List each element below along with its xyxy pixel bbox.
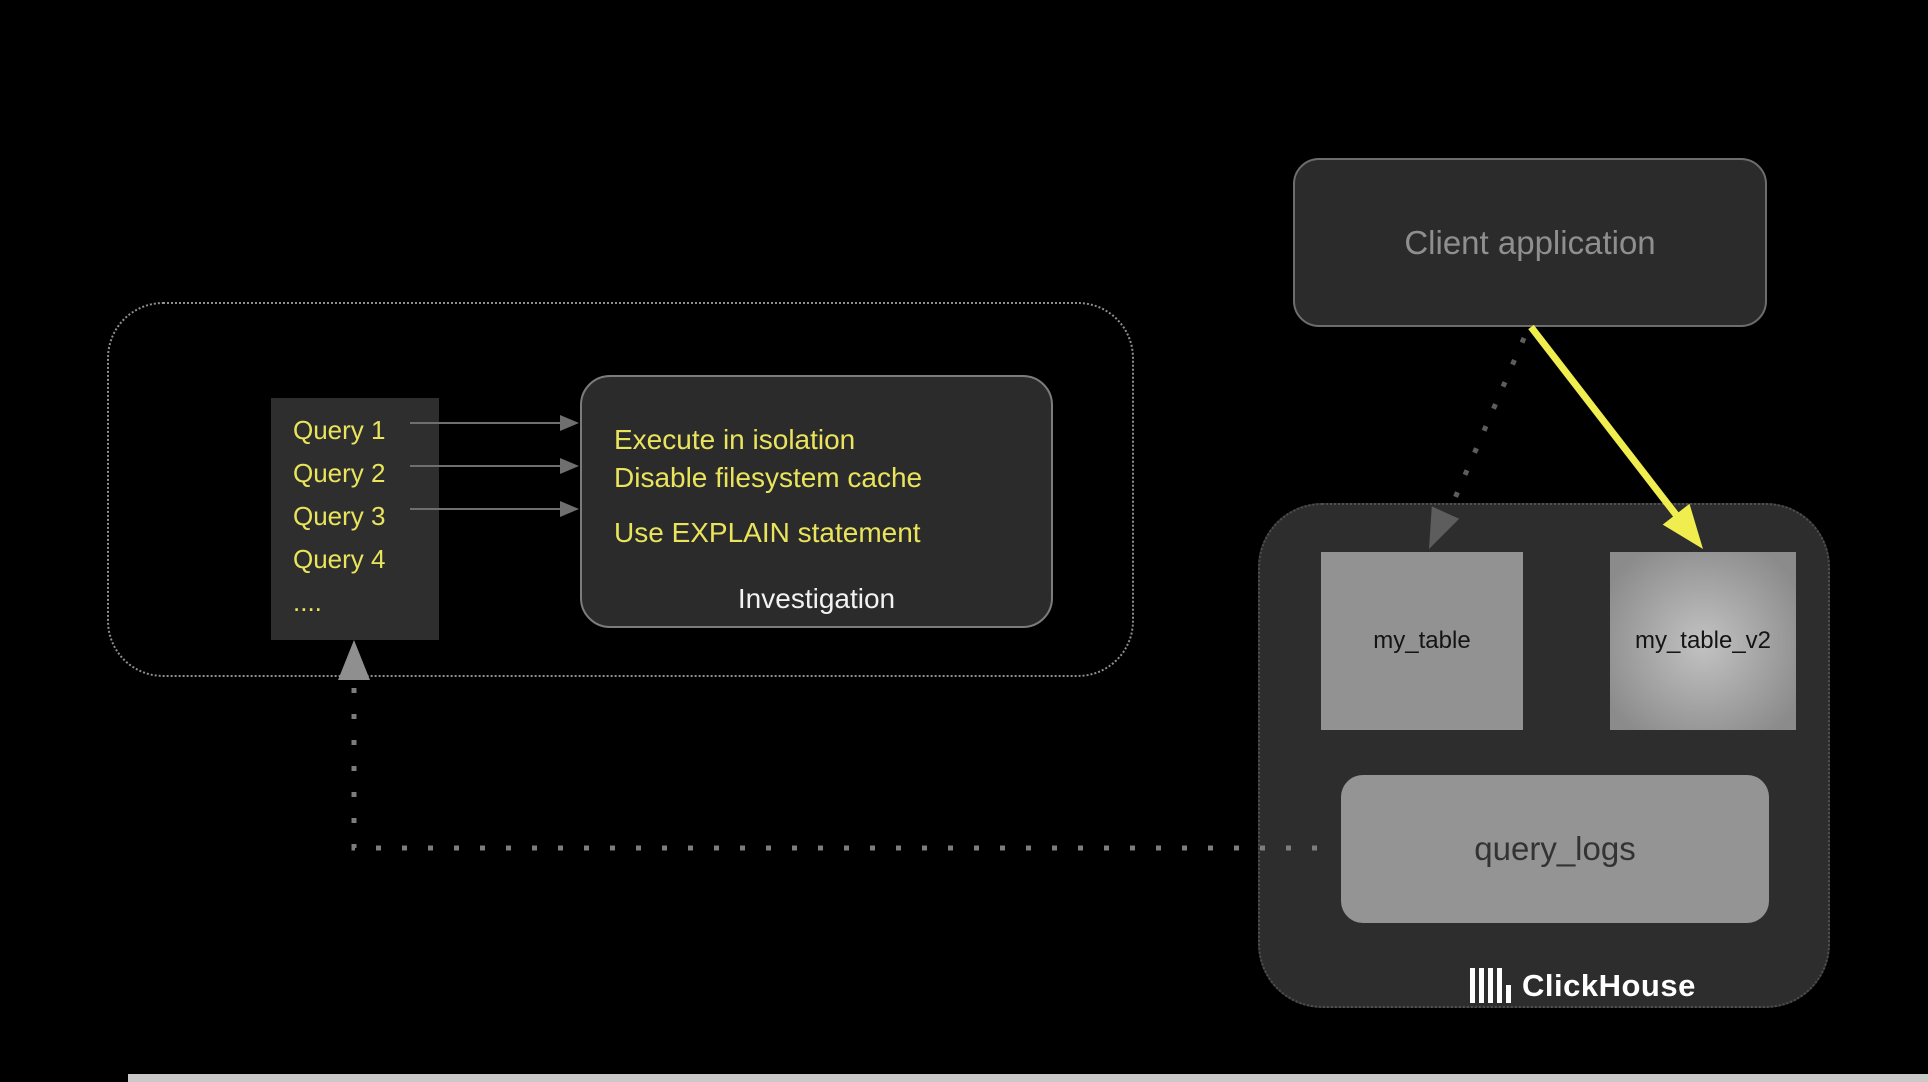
logo-dot [1506,984,1511,1003]
clickhouse-brand-text: ClickHouse [1522,967,1696,1003]
clickhouse-logo-icon [1470,967,1511,1003]
client-application-label: Client application [1404,223,1656,261]
query-list-item: Query 3 [293,501,386,531]
investigation-group-outline [107,302,1134,677]
investigation-tip: Use EXPLAIN statement [614,517,921,548]
my-table-v2-node: my_table_v2 [1610,552,1796,730]
query-list-item: Query 2 [293,458,386,488]
clickhouse-logo: ClickHouse [1470,967,1696,1003]
investigation-caption: Investigation [737,583,896,614]
query-list-item: Query 4 [293,544,386,574]
logo-bar [1470,967,1475,1003]
query-logs-node: query_logs [1341,775,1769,923]
my-table-v2-label: my_table_v2 [1634,627,1772,654]
logo-bar [1479,967,1484,1003]
logo-bar [1497,967,1502,1003]
query-list-ellipsis: .... [293,587,322,617]
clickhouse-box: my_table my_table_v2 query_logs ClickHou… [1258,503,1830,1008]
query-list-item: Query 1 [293,415,386,445]
client-application-box: Client application [1293,158,1767,327]
investigation-tip: Execute in isolation [614,424,856,455]
investigation-tip: Disable filesystem cache [614,462,923,493]
slide-edge-strip [128,1074,1928,1082]
my-table-label: my_table [1373,627,1471,654]
my-table-node: my_table [1321,552,1523,730]
query-logs-label: query_logs [1474,830,1636,867]
query-list-box: Query 1 Query 2 Query 3 Query 4 .... [271,398,439,640]
logo-bar [1488,967,1493,1003]
investigation-box: Execute in isolation Disable filesystem … [580,375,1053,628]
